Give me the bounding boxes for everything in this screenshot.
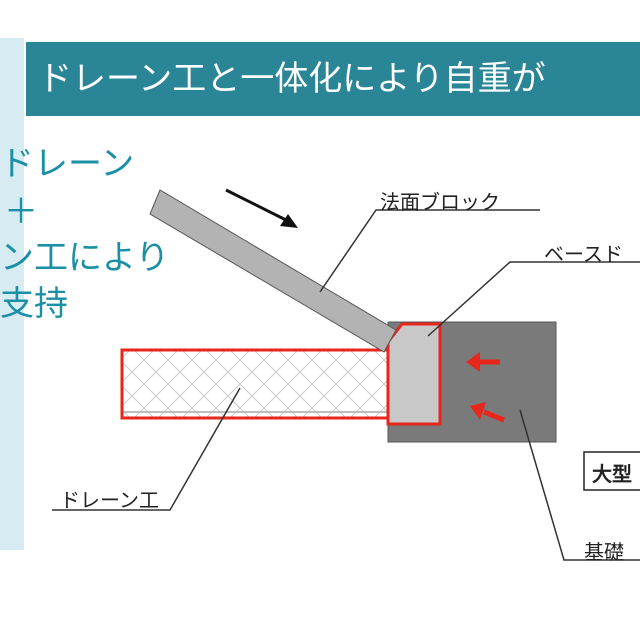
leader-base bbox=[427, 261, 640, 337]
label-drain: ドレーン工 bbox=[60, 488, 159, 512]
side-note-line-1: ドレーン bbox=[0, 144, 135, 184]
leader-drain bbox=[52, 387, 241, 511]
direction-arrow-line bbox=[225, 188, 291, 224]
slope-block bbox=[149, 189, 397, 353]
leader-foundation bbox=[519, 409, 640, 561]
label-base: ベースド bbox=[544, 242, 623, 266]
large-block-label-box bbox=[583, 451, 640, 491]
side-note-line-3: ン工により bbox=[0, 238, 170, 278]
force-arrow-lower bbox=[470, 402, 505, 423]
left-panel bbox=[0, 38, 24, 550]
force-arrow-upper bbox=[466, 352, 500, 372]
label-large-block: 大型 bbox=[592, 462, 632, 486]
side-note-line-2: ＋ bbox=[4, 192, 38, 232]
drain-body bbox=[122, 350, 388, 418]
base-drain-piece bbox=[386, 322, 442, 426]
label-slope-block: 法面ブロック bbox=[380, 190, 500, 214]
direction-arrow-head bbox=[280, 214, 298, 228]
side-note-line-4: 支持 bbox=[0, 284, 68, 324]
page-title: ドレーン工と一体化により自重が bbox=[26, 42, 640, 116]
label-foundation: 基礎 bbox=[584, 540, 624, 564]
leader-slope-block bbox=[319, 209, 540, 293]
